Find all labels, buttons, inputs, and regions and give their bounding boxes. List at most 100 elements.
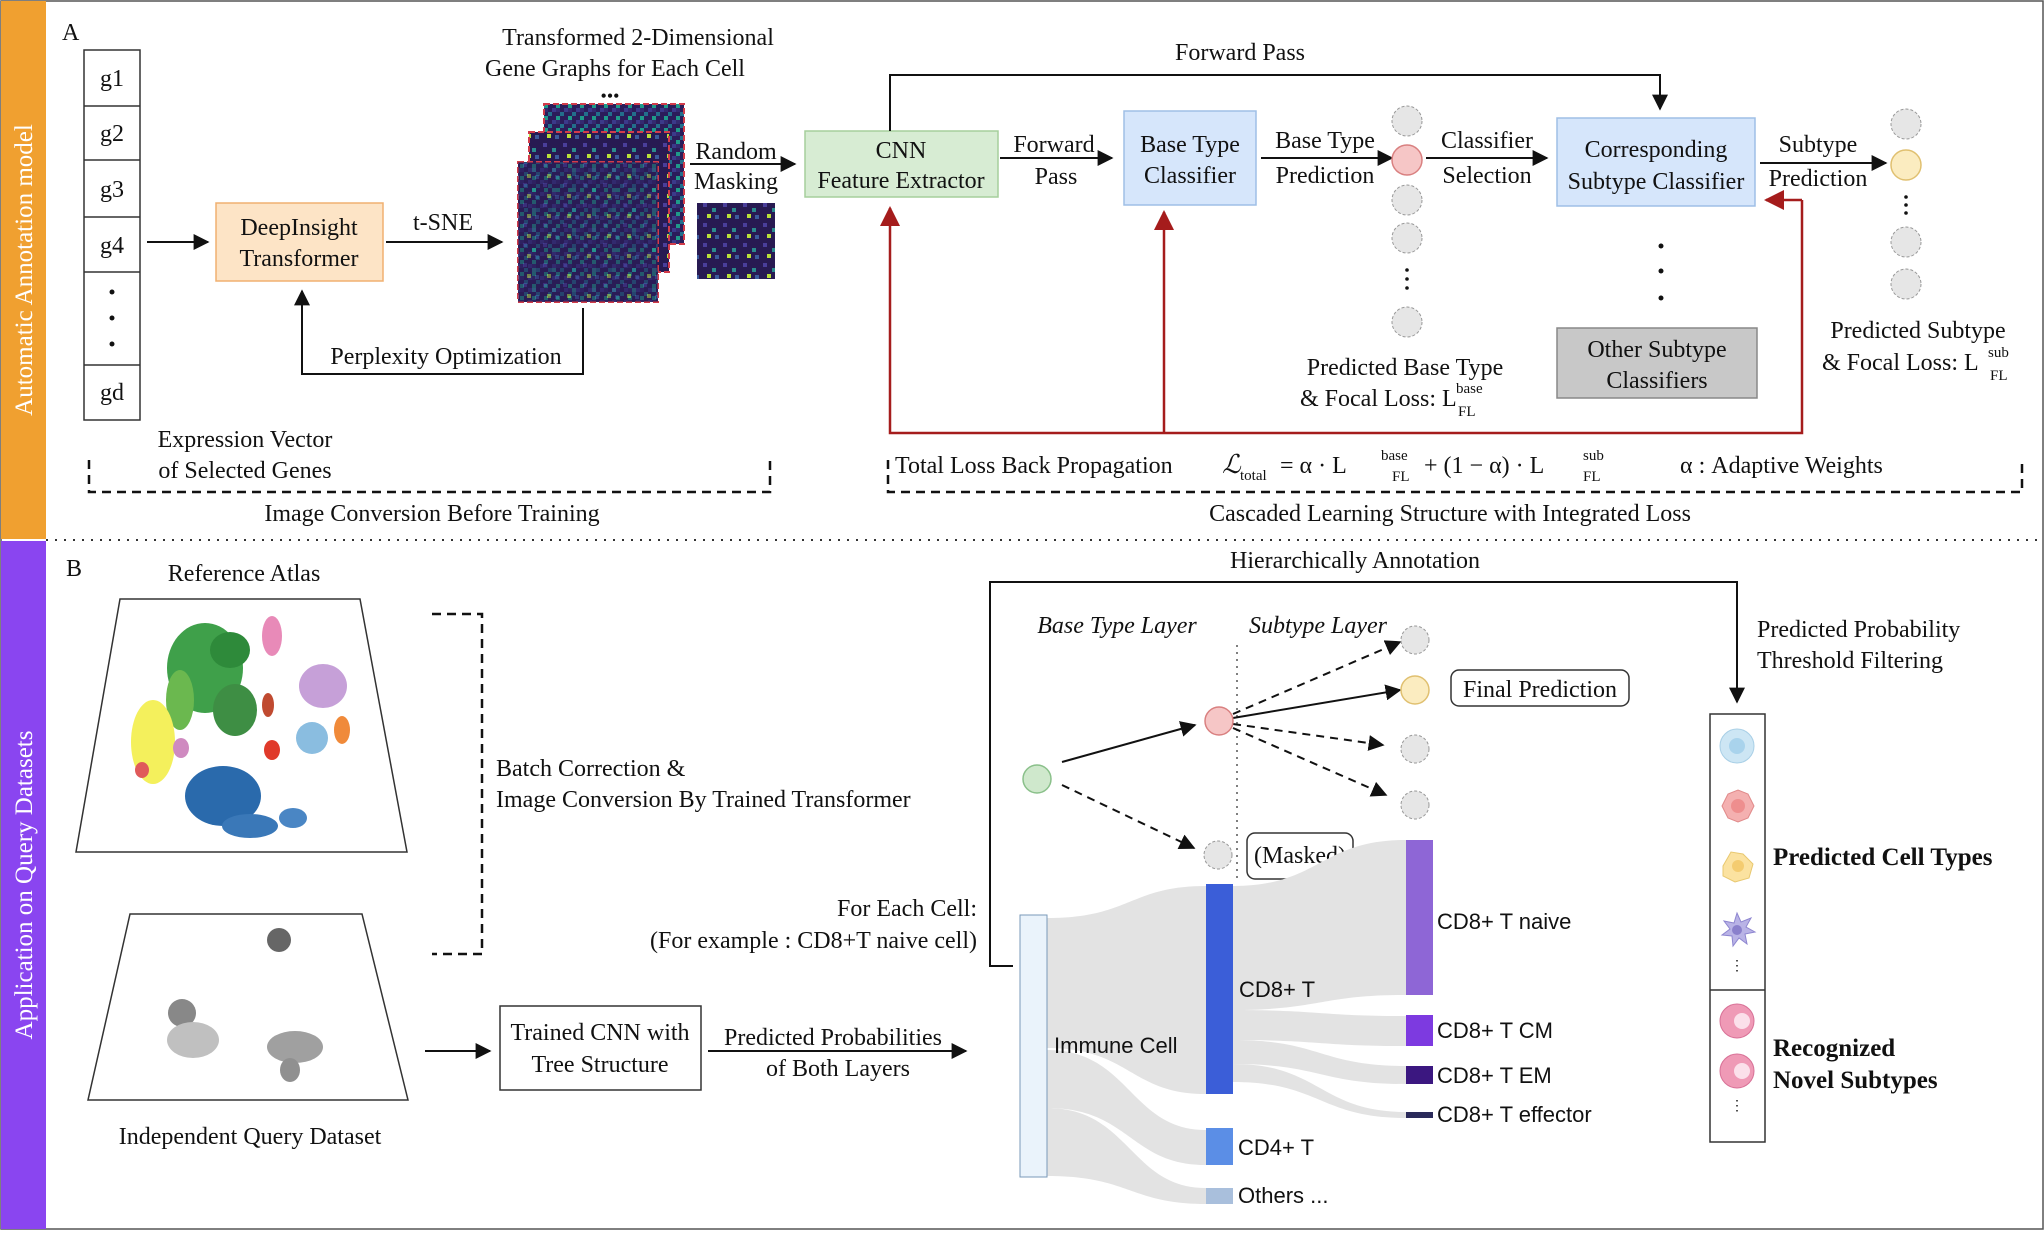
for-each-cell-label: For Each Cell: <box>837 896 977 922</box>
sankey-flow <box>1233 1064 1406 1118</box>
sankey-label: CD4+ T <box>1238 1135 1314 1160</box>
sankey-label: CD8+ T naive <box>1437 909 1571 934</box>
base-prediction-label: Prediction <box>1276 163 1375 189</box>
subtype-prediction-label: Prediction <box>1769 166 1868 192</box>
panel-b-sidebar <box>1 541 46 1229</box>
formula-sup: sub <box>1583 448 1604 464</box>
sankey-node-naive <box>1406 840 1433 995</box>
forward-pass-label: Pass <box>1035 164 1078 190</box>
panel-a-sidebar <box>1 1 46 539</box>
sankey-node-others <box>1206 1188 1233 1204</box>
formula-sub: FL <box>1392 469 1410 485</box>
final-prediction-label: Final Prediction <box>1463 677 1617 703</box>
sankey-node-cm <box>1406 1015 1433 1046</box>
dot <box>1658 268 1664 274</box>
other-classifiers-label: Other Subtype <box>1587 337 1726 363</box>
sankey-diagram: Immune Cell CD8+ T CD4+ T Others ... CD8… <box>1019 840 1592 1208</box>
svg-text:⋮: ⋮ <box>1730 959 1744 974</box>
base-classifier-box <box>1123 110 1257 206</box>
predicted-probs-label: Predicted Probabilities <box>724 1025 942 1051</box>
threshold-label: Threshold Filtering <box>1757 648 1943 674</box>
total-loss-label: Total Loss Back Propagation <box>895 453 1173 479</box>
pred-base-sub: FL <box>1458 404 1476 420</box>
random-masking-label: Masking <box>694 169 778 195</box>
dot <box>1658 295 1664 301</box>
gene-cell: gd <box>100 380 124 406</box>
reference-atlas-label: Reference Atlas <box>168 561 321 587</box>
formula-sub: FL <box>1583 469 1601 485</box>
cnn-label: CNN <box>876 138 927 164</box>
trained-cnn-label: Tree Structure <box>531 1052 668 1078</box>
cnn-box <box>804 130 999 198</box>
graphs-title: Transformed 2-Dimensional <box>502 25 774 51</box>
masked-graph <box>697 203 775 279</box>
final-prediction-box <box>1450 669 1630 707</box>
gene-vector: g1 g2 g3 g4 gd <box>83 49 141 421</box>
panel-b-letter: B <box>66 556 82 582</box>
subtype-classifier-label: Corresponding <box>1585 137 1728 163</box>
backprop-arrows <box>880 190 1804 435</box>
gene-cell: g4 <box>100 233 124 259</box>
section-right-label: Cascaded Learning Structure with Integra… <box>1209 501 1691 527</box>
formula-part: = α · L <box>1280 453 1347 479</box>
gene-cell: g1 <box>100 66 124 92</box>
forward-pass-top-label: Forward Pass <box>1175 40 1305 66</box>
novel-subtypes-label: Novel Subtypes <box>1773 1067 1938 1094</box>
sankey-node-cd8t <box>1206 884 1233 1094</box>
panel-b-side-label: Application on Query Datasets <box>11 731 38 1040</box>
left-bracket <box>87 460 772 494</box>
gene-cell: g2 <box>100 121 124 147</box>
other-subtype-classifiers-box <box>1556 327 1758 399</box>
subtype-classifier-box <box>1556 117 1756 207</box>
gene-vector-caption: Expression Vector <box>158 427 333 453</box>
classifier-selection-label: Selection <box>1442 163 1531 189</box>
base-classifier-label: Classifier <box>1144 163 1236 189</box>
forward-pass-label: Forward <box>1013 132 1094 158</box>
hierarchy-tree <box>1022 625 1430 870</box>
subtype-classifier-label: Subtype Classifier <box>1568 169 1745 195</box>
sankey-flow <box>1233 1040 1406 1084</box>
pred-sub-sup: sub <box>1988 345 2009 361</box>
deepinsight-label: DeepInsight <box>240 215 358 241</box>
deepinsight-box <box>215 202 384 282</box>
formula-total-sub: total <box>1240 468 1267 484</box>
batch-bracket <box>432 612 484 956</box>
hierarchy-arrow <box>989 581 1745 967</box>
result-cells-panel: ⋮ ⋮ <box>1709 713 1766 1143</box>
base-layer-label: Base Type Layer <box>1037 613 1197 639</box>
base-classifier-label: Base Type <box>1140 132 1240 158</box>
formula-L: ℒ <box>1222 450 1242 479</box>
vector-dot <box>109 289 115 295</box>
right-bracket <box>886 460 2024 494</box>
sankey-label: CD8+ T effector <box>1437 1102 1592 1127</box>
vector-dot <box>109 341 115 347</box>
sankey-node-cd4t <box>1206 1128 1233 1165</box>
sankey-label: CD8+ T <box>1239 977 1315 1002</box>
query-dataset-umap <box>87 913 409 1101</box>
other-classifiers-label: Classifiers <box>1606 368 1707 394</box>
predicted-cell-types-label: Predicted Cell Types <box>1773 844 1993 871</box>
batch-correction-label: Batch Correction & <box>496 756 686 782</box>
sankey-label: CD8+ T CM <box>1437 1018 1553 1043</box>
gene-graph-stack <box>517 103 685 303</box>
gene-cell: g3 <box>100 177 124 203</box>
for-each-cell-label: (For example : CD8+T naive cell) <box>650 928 977 954</box>
query-dataset-label: Independent Query Dataset <box>119 1124 382 1150</box>
cnn-label: Feature Extractor <box>817 168 984 194</box>
classifier-selection-label: Classifier <box>1441 128 1533 154</box>
panel-a-letter: A <box>62 20 80 46</box>
trained-cnn-box <box>499 1005 702 1091</box>
sankey-flow <box>1047 886 1206 1094</box>
sankey-flow <box>1047 1050 1206 1165</box>
pred-sub-focal: & Focal Loss: L <box>1822 350 1979 376</box>
sankey-label: Others ... <box>1238 1183 1328 1208</box>
base-prediction-nodes <box>1391 105 1423 338</box>
forward-pass-top-arrow <box>889 74 1668 131</box>
vector-dot <box>109 315 115 321</box>
deepinsight-label: Transformer <box>239 246 358 272</box>
gene-vector-caption: of Selected Genes <box>158 458 331 484</box>
panel-a-side-label: Automatic Annotation model <box>11 124 38 416</box>
adaptive-weights-label: α : Adaptive Weights <box>1680 453 1883 479</box>
sankey-flow <box>1233 840 1406 1010</box>
